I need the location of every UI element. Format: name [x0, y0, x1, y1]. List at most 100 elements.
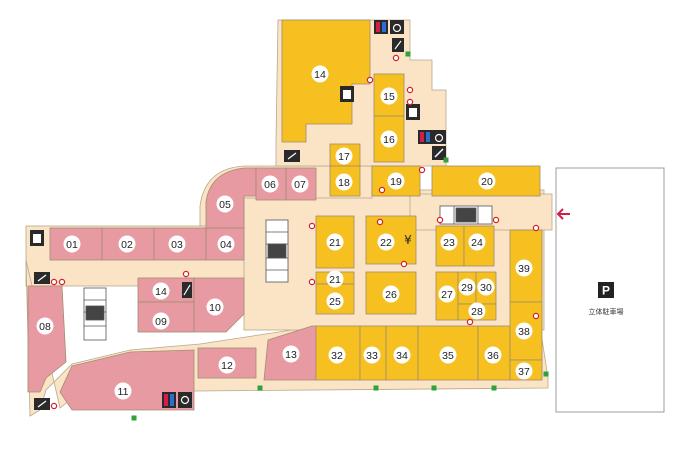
wheelchair-icon[interactable]	[390, 20, 404, 34]
info-icon[interactable]	[30, 230, 44, 246]
badge-store-23[interactable]: 23	[440, 233, 458, 251]
store-number: 04	[220, 239, 232, 251]
badge-store-37[interactable]: 37	[515, 362, 533, 380]
facility-icons	[30, 20, 446, 410]
badge-store-05[interactable]: 05	[216, 195, 234, 213]
badge-store-12[interactable]: 12	[218, 356, 236, 374]
badge-store-25[interactable]: 25	[326, 292, 344, 310]
store-number: 26	[385, 289, 397, 301]
entrance-markers	[131, 51, 549, 421]
badge-store-09[interactable]: 09	[152, 312, 170, 330]
badge-store-22[interactable]: 22	[377, 233, 395, 251]
escalators	[83, 205, 493, 341]
toilet-icon[interactable]	[162, 392, 176, 408]
store-number: 03	[171, 239, 183, 251]
store-number: 34	[396, 350, 408, 362]
store-number: 16	[383, 134, 395, 146]
badge-store-34[interactable]: 34	[393, 346, 411, 364]
store-11[interactable]	[59, 349, 195, 411]
marker-dot	[436, 216, 444, 224]
info-icon[interactable]	[406, 104, 420, 120]
badge-store-18[interactable]: 18	[335, 173, 353, 191]
marker-dot	[376, 218, 384, 226]
badge-store-02[interactable]: 02	[118, 235, 136, 253]
atm-icon[interactable]: ¥	[404, 233, 412, 247]
badge-store-14b[interactable]: 14	[311, 65, 329, 83]
elevator-icon[interactable]	[284, 150, 300, 162]
marker-dot	[532, 312, 540, 320]
elevator-icon[interactable]	[392, 38, 404, 52]
toilet-icon[interactable]	[418, 130, 432, 144]
badge-store-21a[interactable]: 21	[326, 233, 344, 251]
marker-dot	[466, 318, 474, 326]
escalator-icon[interactable]	[83, 287, 107, 341]
store-number: 38	[518, 326, 530, 338]
store-number: 19	[390, 176, 402, 188]
badge-store-33[interactable]: 33	[363, 346, 381, 364]
badge-store-20[interactable]: 20	[478, 172, 496, 190]
wheelchair-icon[interactable]	[178, 392, 192, 408]
store-number: 25	[329, 296, 341, 308]
badge-store-01[interactable]: 01	[63, 235, 81, 253]
badge-store-24[interactable]: 24	[468, 233, 486, 251]
badge-store-15[interactable]: 15	[380, 87, 398, 105]
badge-store-32[interactable]: 32	[328, 346, 346, 364]
marker-dot	[50, 278, 58, 286]
store-number: 30	[480, 282, 492, 294]
store-number: 22	[380, 237, 392, 249]
info-icon[interactable]	[340, 86, 354, 102]
badge-store-17[interactable]: 17	[335, 147, 353, 165]
badge-store-35[interactable]: 35	[439, 346, 457, 364]
elevator-icon[interactable]	[34, 272, 50, 284]
wheelchair-icon[interactable]	[432, 130, 446, 144]
store-number: 27	[441, 289, 453, 301]
badge-store-28[interactable]: 28	[468, 302, 486, 320]
baby-room-icon[interactable]	[432, 146, 446, 160]
store-number: 24	[471, 237, 483, 249]
badge-store-38[interactable]: 38	[515, 322, 533, 340]
escalator-icon[interactable]	[439, 205, 493, 225]
badge-store-30[interactable]: 30	[477, 278, 495, 296]
badge-store-14a[interactable]: 14	[152, 282, 170, 300]
badge-store-03[interactable]: 03	[168, 235, 186, 253]
escalator-icon[interactable]	[265, 219, 289, 283]
store-number: 01	[66, 239, 78, 251]
badge-store-39[interactable]: 39	[515, 259, 533, 277]
badge-store-26[interactable]: 26	[382, 285, 400, 303]
badge-store-04[interactable]: 04	[217, 235, 235, 253]
elevator-icon[interactable]	[34, 398, 50, 410]
toilet-icon[interactable]	[374, 20, 388, 34]
store-08[interactable]	[27, 285, 67, 393]
store-14b[interactable]	[281, 19, 371, 143]
badge-store-11[interactable]: 11	[114, 382, 132, 400]
store-number: 23	[443, 237, 455, 249]
store-number: 35	[442, 350, 454, 362]
marker-dot	[406, 86, 414, 94]
badge-store-19[interactable]: 19	[387, 172, 405, 190]
badge-store-27[interactable]: 27	[438, 285, 456, 303]
marker-dot	[182, 270, 190, 278]
marker-dot	[418, 166, 426, 174]
badge-store-10[interactable]: 10	[206, 298, 224, 316]
badge-store-21b[interactable]: 21	[326, 270, 344, 288]
store-number: 21	[329, 274, 341, 286]
store-number: 39	[518, 263, 530, 275]
badge-store-16[interactable]: 16	[380, 130, 398, 148]
store-number: 37	[518, 366, 530, 378]
badge-store-13[interactable]: 13	[282, 345, 300, 363]
store-number: 36	[487, 350, 499, 362]
elevator-icon[interactable]	[182, 282, 192, 298]
store-number: 14	[314, 69, 326, 81]
store-number: 13	[285, 349, 297, 361]
store-number: 28	[471, 306, 483, 318]
badge-store-08[interactable]: 08	[36, 317, 54, 335]
parking-label: 立体駐車場	[589, 307, 624, 316]
badge-store-36[interactable]: 36	[484, 346, 502, 364]
badge-store-06[interactable]: 06	[261, 175, 279, 193]
marker-dot	[532, 224, 540, 232]
store-number: 32	[331, 350, 343, 362]
badge-store-07[interactable]: 07	[291, 175, 309, 193]
badge-store-29[interactable]: 29	[458, 278, 476, 296]
parking-building[interactable]: P 立体駐車場	[555, 167, 665, 413]
entrance-marker	[443, 157, 449, 163]
